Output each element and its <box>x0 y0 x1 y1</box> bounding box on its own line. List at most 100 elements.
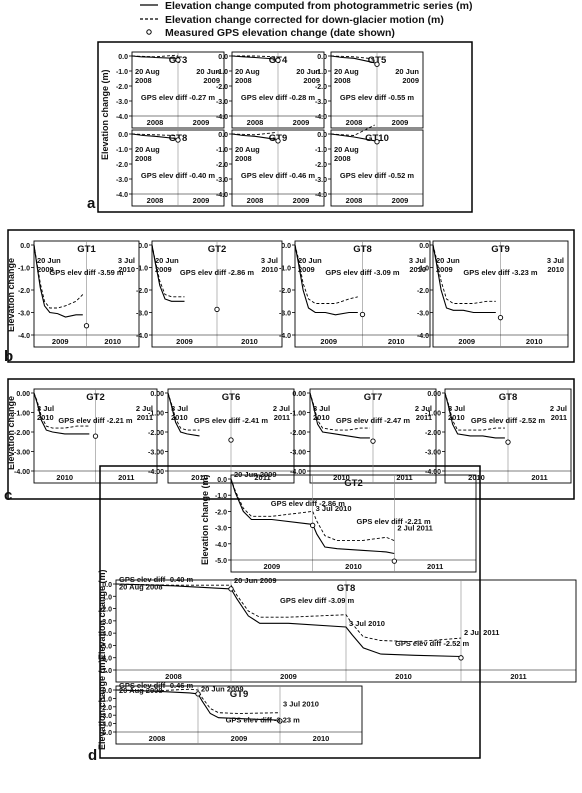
series-line-corrected <box>444 392 505 431</box>
y-tick-label: -7.0 <box>100 668 112 675</box>
y-tick-label: -3.0 <box>279 311 291 318</box>
panel-letter-c: c <box>4 487 12 504</box>
end-date-label: 2010 <box>547 265 564 274</box>
year-label: 2010 <box>191 473 208 482</box>
annotation-label: 20 Aug 2008 <box>119 582 163 591</box>
y-tick-label: -3.0 <box>216 177 228 184</box>
y-tick-label: -3.0 <box>315 177 327 184</box>
start-date-label: 2009 <box>436 265 453 274</box>
gps-diff-label: GPS elev diff -2.41 m <box>194 416 269 425</box>
y-tick-label: -4.0 <box>315 114 327 121</box>
series-line-corrected <box>231 132 276 136</box>
gps-point <box>228 586 234 592</box>
y-tick-label: -4.0 <box>100 722 112 729</box>
end-date-label: 2 Jul <box>415 404 432 413</box>
gps-point <box>228 437 234 443</box>
y-tick-label: 0.0 <box>138 243 148 250</box>
y-tick-label: 0.0 <box>118 132 128 139</box>
gps-point <box>277 718 283 724</box>
y-tick-label: -4.0 <box>18 333 30 340</box>
gps-diff-label: GPS elev diff -0.55 m <box>340 93 415 102</box>
subplot-title: GT2 <box>208 244 226 255</box>
gps-point <box>370 438 376 444</box>
gps-point <box>175 57 181 63</box>
annotation-label: 2 Jul 2011 <box>464 628 499 637</box>
end-date-label: 3 Jul <box>118 256 135 265</box>
legend: Elevation change computed from photogram… <box>140 0 472 39</box>
y-tick-label: -3.0 <box>18 311 30 318</box>
start-date-label: 20 Aug <box>235 145 260 154</box>
start-date-label: 2008 <box>334 154 351 163</box>
year-label: 2009 <box>280 672 297 681</box>
y-tick-label: -1.0 <box>279 266 291 273</box>
y-tick-label: -4.0 <box>116 192 128 199</box>
y-tick-label: 0.00 <box>292 391 306 398</box>
y-tick-label: -2.0 <box>315 162 327 169</box>
y-tick-label: -4.0 <box>216 192 228 199</box>
end-date-label: 3 Jul <box>409 256 426 265</box>
y-tick-label: -4.0 <box>279 333 291 340</box>
gps-point <box>497 315 504 321</box>
series-line-corrected <box>115 688 281 714</box>
end-date-label: 20 Jun <box>395 67 419 76</box>
year-label: 2008 <box>147 118 164 127</box>
y-tick-label: -3.0 <box>215 526 227 533</box>
y-tick-label: 0.0 <box>102 582 112 589</box>
year-label: 2010 <box>468 473 485 482</box>
subplot-title: GT2 <box>86 392 104 403</box>
gps-diff-label: GPS elev diff -2.52 m <box>471 416 546 425</box>
start-date-label: 2009 <box>298 265 315 274</box>
series-line-photogrammetric <box>230 478 395 555</box>
start-date-label: 20 Jun <box>37 256 61 265</box>
y-tick-label: -5.0 <box>100 643 112 650</box>
y-tick-label: -1.0 <box>116 147 128 154</box>
gps-diff-label: GPS elev diff -3.23 m <box>463 268 538 277</box>
year-label: 2009 <box>231 734 248 743</box>
end-date-label: 2011 <box>137 413 153 422</box>
start-date-label: 3 Jul <box>171 404 188 413</box>
year-label: 2011 <box>510 672 526 681</box>
series-line-photogrammetric <box>115 583 462 658</box>
start-date-label: 2008 <box>235 76 252 85</box>
y-tick-label: -4.0 <box>417 333 429 340</box>
start-date-label: 20 Aug <box>135 145 160 154</box>
subplot-a-gt4: 0.0-1.0-2.0-3.0-4.020082009GT420 Aug2008… <box>216 51 325 129</box>
series-line-corrected <box>232 55 276 58</box>
y-tick-label: 0.0 <box>317 54 327 61</box>
y-tick-label: -3.00 <box>148 450 164 457</box>
series-line-corrected <box>33 392 90 429</box>
gps-point <box>214 306 220 312</box>
legend-label-circle: Measured GPS elevation change (date show… <box>165 27 395 39</box>
y-tick-label: 0.0 <box>218 54 228 61</box>
gps-diff-label: GPS elev diff -3.09 m <box>325 268 400 277</box>
series-line-corrected <box>294 244 358 304</box>
start-date-label: 20 Aug <box>235 67 260 76</box>
subplot-title: GT9 <box>230 689 248 700</box>
year-label: 2009 <box>193 118 210 127</box>
y-tick-label: -4.0 <box>215 542 227 549</box>
y-tick-label: -2.0 <box>279 288 291 295</box>
annotation-label: GPS elev diff -2.21 m <box>357 517 432 526</box>
legend-label-dashed: Elevation change corrected for down-glac… <box>165 14 444 26</box>
year-label: 2010 <box>388 337 405 346</box>
year-label: 2011 <box>531 473 547 482</box>
series-line-corrected <box>230 478 395 542</box>
y-tick-label: -4.0 <box>216 114 228 121</box>
subplot-title: GT8 <box>499 392 517 403</box>
start-date-label: 20 Jun <box>436 256 460 265</box>
annotation-label: GPS elev diff -2.52 m <box>395 639 470 648</box>
series-line-photogrammetric <box>167 392 200 437</box>
annotation-label: GPS elev diff -3.09 m <box>280 596 355 605</box>
gps-point <box>374 139 380 145</box>
gps-point <box>195 691 201 697</box>
panel-letter-a: a <box>87 195 96 212</box>
y-tick-label: -4.0 <box>116 114 128 121</box>
y-tick-label: -6.0 <box>100 656 112 663</box>
y-tick-label: -1.0 <box>116 69 128 76</box>
subplot-title: GT5 <box>368 55 387 66</box>
y-tick-label: -3.0 <box>417 311 429 318</box>
y-tick-label: -4.00 <box>290 469 306 476</box>
y-tick-label: 0.00 <box>16 391 30 398</box>
